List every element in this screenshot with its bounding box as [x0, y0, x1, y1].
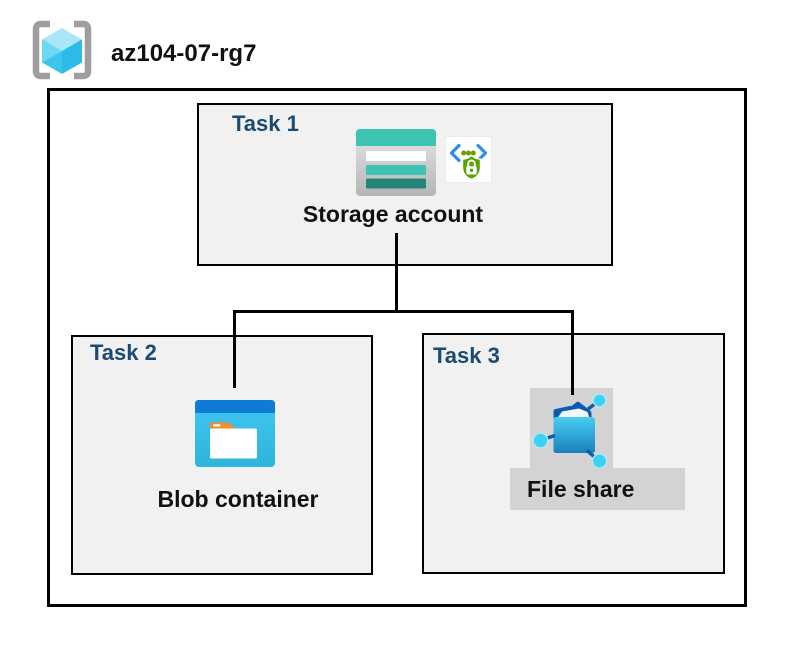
file-share-label-highlight: File share: [510, 468, 685, 510]
file-share-icon-highlight: [530, 388, 613, 468]
task1-label: Task 1: [232, 111, 299, 136]
resource-group-icon: [32, 20, 92, 80]
connector-to-blob: [233, 310, 236, 388]
task2-label: Task 2: [90, 340, 157, 365]
file-share-icon: [532, 393, 608, 468]
connector-to-fileshare: [571, 310, 574, 395]
shared-access-signature-icon: [445, 136, 492, 183]
storage-account-icon: [356, 129, 436, 196]
storage-account-label: Storage account: [302, 201, 484, 227]
connector-branch: [233, 310, 574, 313]
connector-storage-stem: [395, 233, 398, 313]
blob-container-icon: [195, 400, 275, 467]
file-share-label: File share: [527, 476, 635, 502]
resource-group-title: az104-07-rg7: [111, 40, 257, 67]
task2-box: Task 2 Blob container: [71, 335, 373, 575]
task1-box: Task 1 Storage account: [197, 103, 613, 266]
task3-label: Task 3: [433, 343, 500, 368]
blob-container-label: Blob container: [157, 486, 319, 512]
